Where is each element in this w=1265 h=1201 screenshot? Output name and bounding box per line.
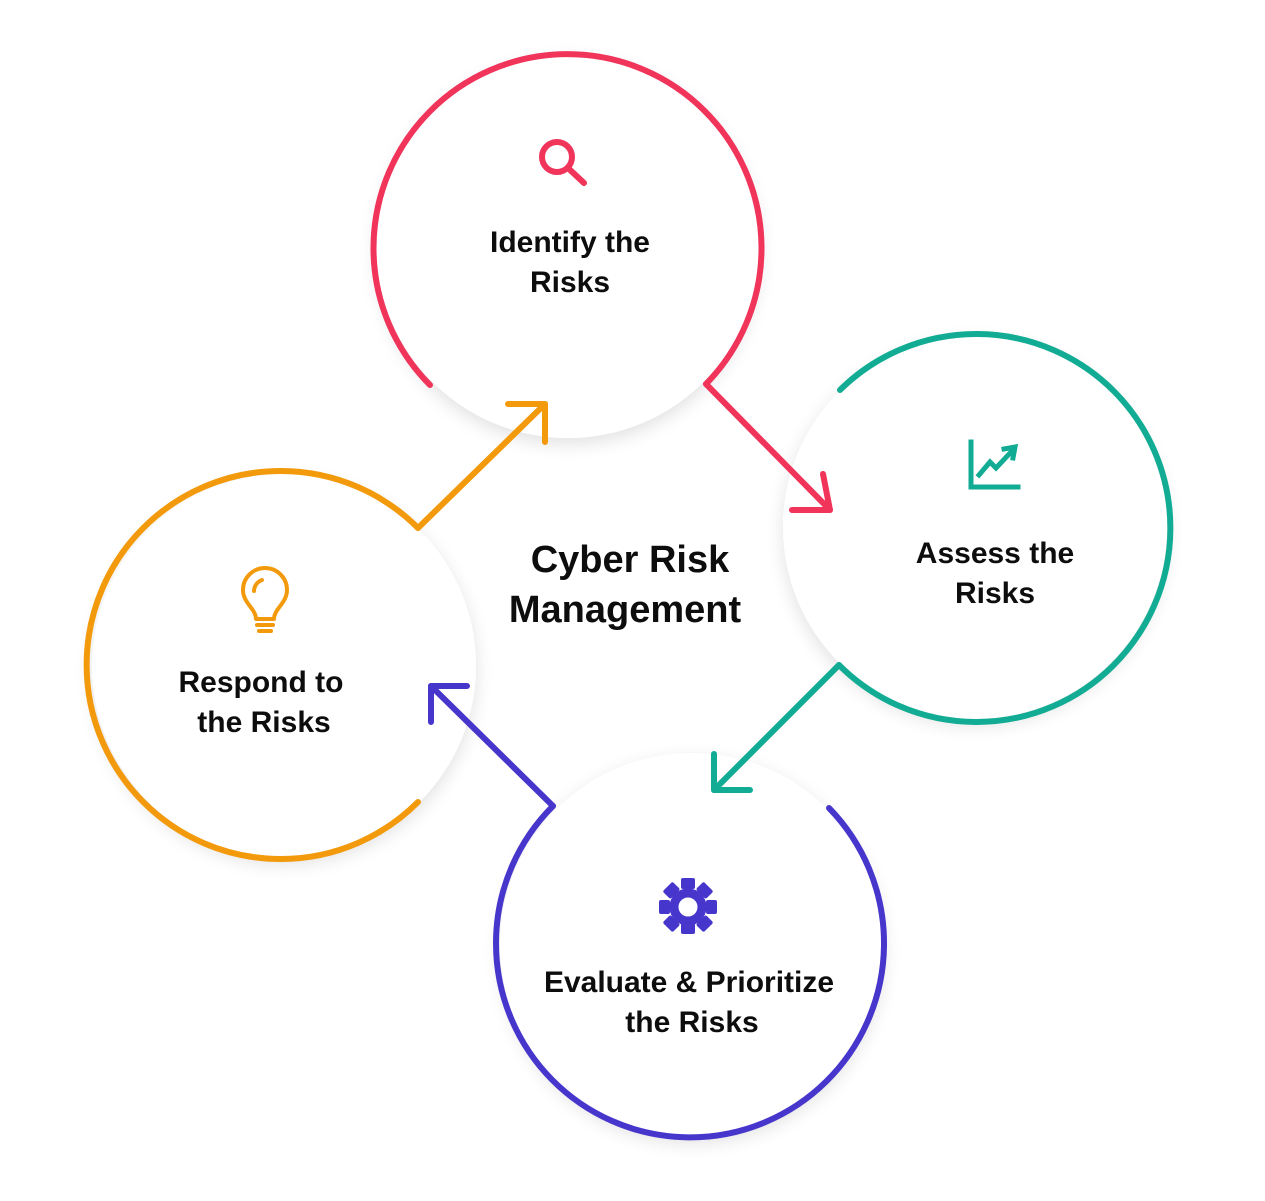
- respond-ring: [83, 468, 421, 862]
- center-title-line1: Cyber Risk: [531, 539, 730, 581]
- assess-stage: [711, 331, 1174, 793]
- evaluate-ring: [493, 803, 888, 1141]
- assess-arrowhead: [711, 751, 753, 793]
- center-title-line2: Management: [509, 589, 742, 631]
- respond-to-identify-arrow: [415, 401, 548, 531]
- evaluate-arrowhead: [428, 683, 470, 725]
- stage-backgrounds: [92, 54, 1167, 1137]
- assess-to-evaluate-arrow: [711, 662, 842, 793]
- identify-stage: [370, 51, 833, 513]
- evaluate-stage: [428, 683, 888, 1141]
- respond-label-line2: the Risks: [197, 706, 330, 739]
- respond-arrowhead: [505, 401, 548, 445]
- evaluate-label-line2: the Risks: [625, 1006, 758, 1039]
- magnifier-icon: [539, 139, 587, 186]
- respond-label-line1: Respond to: [179, 666, 344, 699]
- identify-to-assess-arrow: [703, 381, 833, 513]
- respond-stage-disc: [92, 474, 476, 858]
- respond-stage: [83, 401, 548, 862]
- identify-label-line2: Risks: [530, 266, 610, 299]
- identify-ring: [370, 51, 765, 388]
- lightbulb-icon: [241, 566, 289, 633]
- assess-label-line1: Assess the: [916, 537, 1074, 570]
- trend-chart-icon: [968, 439, 1021, 490]
- assess-stage-disc: [783, 335, 1167, 719]
- assess-label-line2: Risks: [955, 577, 1035, 610]
- gear-icon: [659, 878, 717, 934]
- evaluate-stage-disc: [500, 753, 884, 1137]
- evaluate-to-respond-arrow: [428, 683, 556, 809]
- identify-arrowhead: [789, 471, 833, 513]
- evaluate-label-line1: Evaluate & Prioritize: [544, 966, 834, 999]
- assess-ring: [836, 331, 1174, 725]
- identify-stage-disc: [376, 54, 760, 438]
- identify-label-line1: Identify the: [490, 226, 650, 259]
